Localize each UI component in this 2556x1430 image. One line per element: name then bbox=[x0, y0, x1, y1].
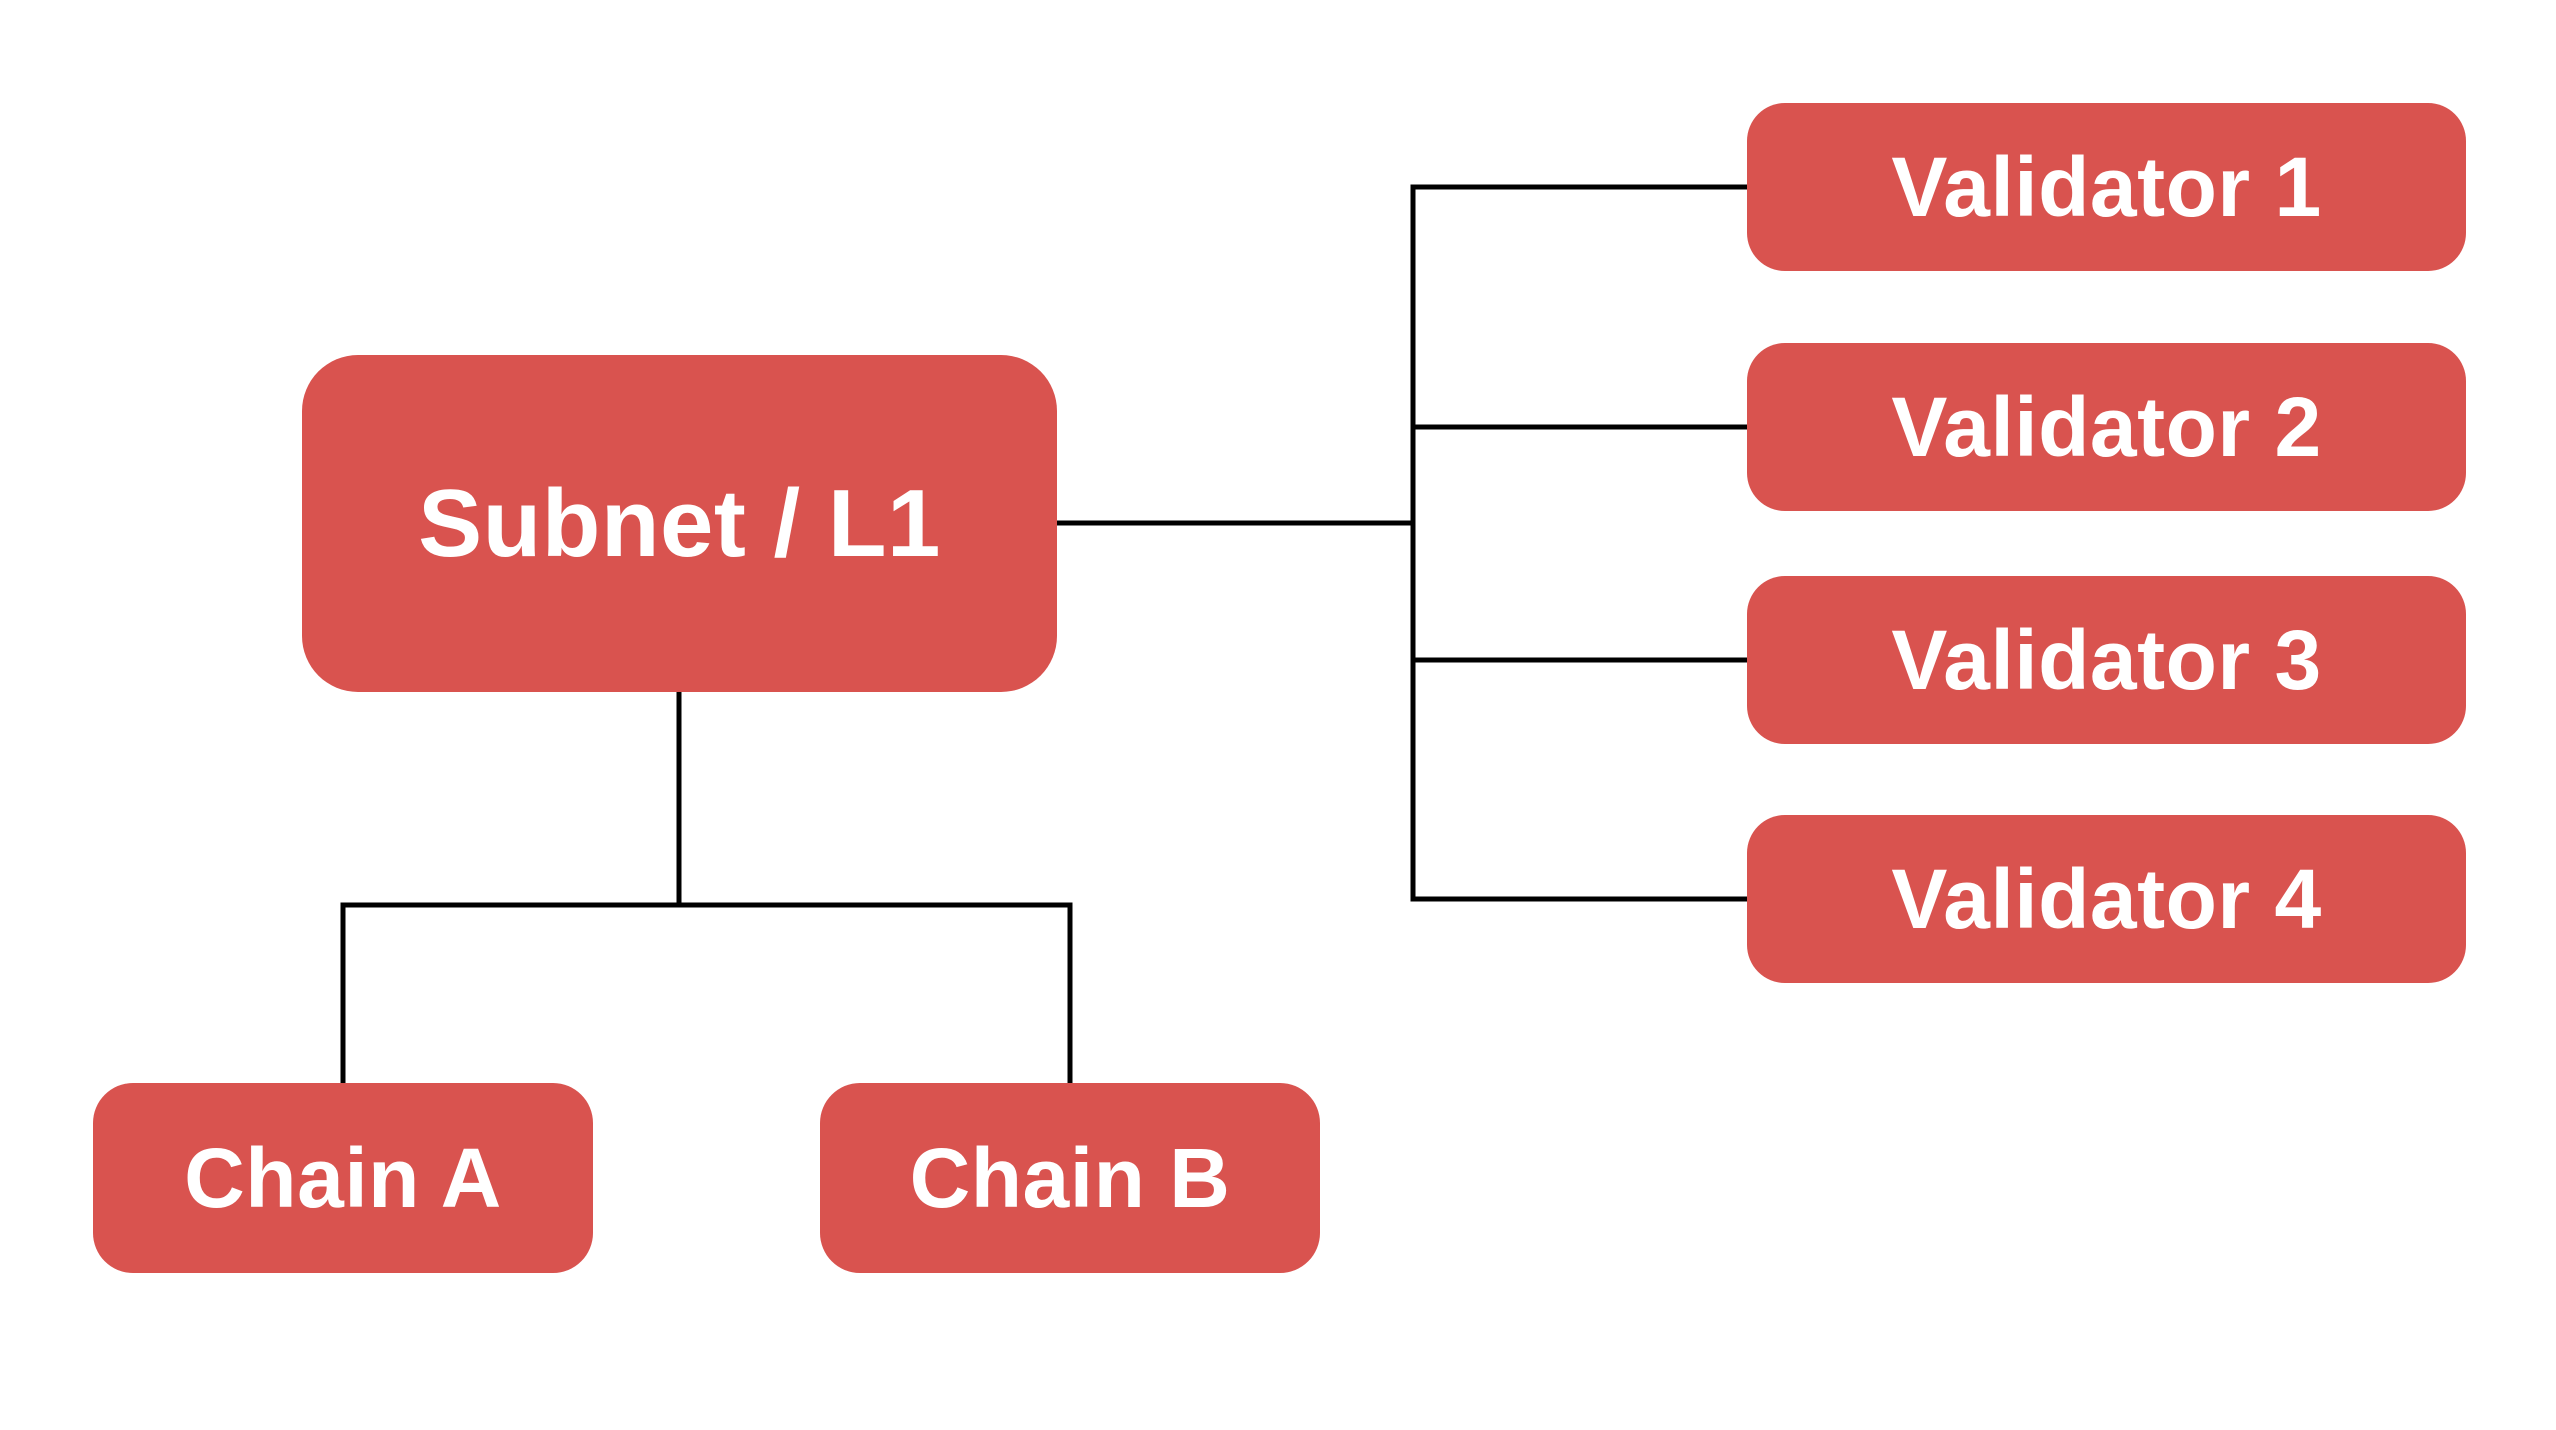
node-validator-3: Validator 3 bbox=[1747, 576, 2466, 744]
node-validator-1: Validator 1 bbox=[1747, 103, 2466, 271]
node-chain-b: Chain B bbox=[820, 1083, 1320, 1273]
node-subnet-l1: Subnet / L1 bbox=[302, 355, 1057, 692]
node-validator-2: Validator 2 bbox=[1747, 343, 2466, 511]
node-chain-a: Chain A bbox=[93, 1083, 593, 1273]
node-validator-4: Validator 4 bbox=[1747, 815, 2466, 983]
